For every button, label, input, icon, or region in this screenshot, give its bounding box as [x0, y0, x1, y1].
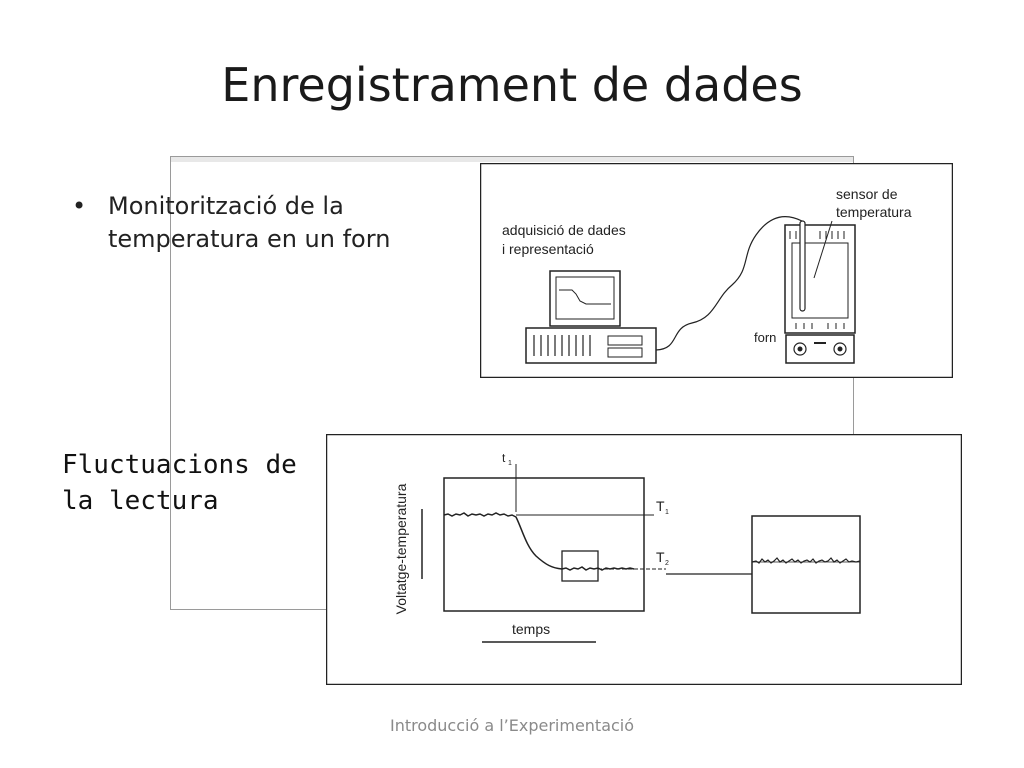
signal-plot-diagram: Voltatge-temperatura t 1 T 1 T 2 temps [326, 434, 962, 685]
sensor-label-line2: temperatura [836, 204, 912, 220]
oven-icon [784, 224, 856, 364]
computer-case-icon [525, 327, 657, 364]
t1-label: t [502, 451, 506, 465]
zoomed-fluctuation-trace [751, 557, 861, 564]
T1-subscript: 1 [665, 509, 669, 516]
zoom-region-box [561, 550, 599, 582]
T1-label: T [656, 498, 665, 514]
window-title-bar [171, 157, 853, 162]
acquisition-label-line2: i representació [502, 241, 594, 257]
x-axis-label: temps [512, 621, 550, 637]
T2-subscript: 2 [665, 560, 669, 567]
zoomed-panel [751, 515, 861, 614]
T2-label: T [656, 549, 665, 565]
monitor-icon [549, 270, 621, 327]
setup-diagram: adquisició de dades i representació sens… [480, 163, 953, 378]
slide-title: Enregistrament de dades [221, 58, 803, 112]
t1-subscript: 1 [508, 460, 512, 467]
y-axis-label: Voltatge-temperatura [393, 483, 409, 614]
temperature-signal-trace [443, 512, 635, 571]
main-plot-box [443, 477, 645, 612]
sensor-cable [655, 216, 803, 351]
bullet-marker: • [72, 192, 87, 220]
sensor-label-line1: sensor de [836, 186, 898, 202]
temperature-sensor-icon [799, 220, 833, 312]
bullet-text: Monitorització de la temperatura en un f… [108, 192, 391, 253]
acquisition-label-line1: adquisició de dades [502, 222, 626, 238]
fluctuations-label: Fluctuacions de la lectura [62, 450, 297, 516]
oven-label: forn [754, 330, 776, 345]
footer-text: Introducció a l’Experimentació [389, 716, 635, 735]
